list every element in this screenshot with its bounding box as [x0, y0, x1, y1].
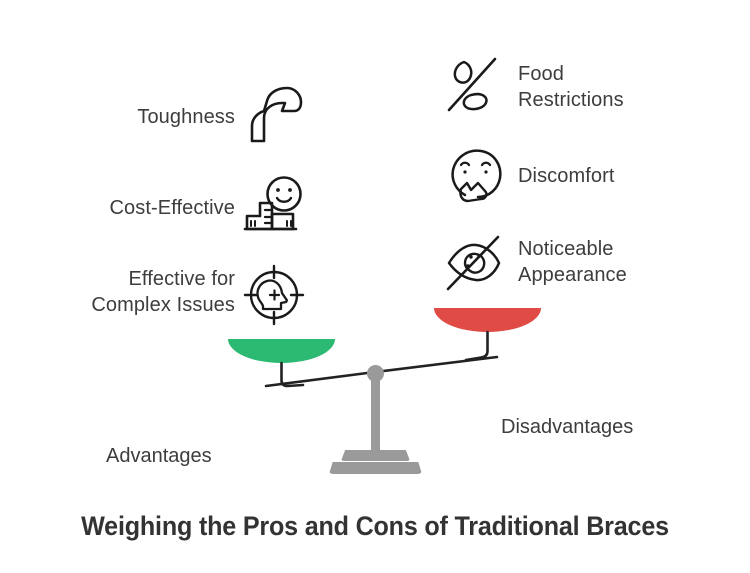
- scale-fulcrum: [367, 365, 384, 382]
- disadvantage-label-noticeable-appearance: Noticeable Appearance: [518, 238, 627, 286]
- disadvantage-label-discomfort: Discomfort: [518, 165, 615, 187]
- grimacing-face-icon: [448, 145, 508, 207]
- scale-base-lower: [329, 462, 422, 474]
- advantage-label-effective-complex-issues: Effective for Complex Issues: [91, 268, 235, 316]
- target-head-icon: [243, 264, 305, 326]
- advantage-label-toughness: Toughness: [137, 106, 235, 128]
- scale-base-upper: [341, 450, 410, 461]
- crossed-out-eye-icon: [443, 232, 505, 294]
- scale-post: [371, 378, 380, 452]
- disadvantages-caption: Disadvantages: [501, 416, 634, 438]
- advantage-label-cost-effective: Cost-Effective: [109, 197, 235, 219]
- no-food-icon: [443, 54, 505, 116]
- smiling-face-with-money-icon: [243, 174, 305, 236]
- flexed-bicep-icon: [243, 84, 305, 144]
- disadvantage-label-food-restrictions: Food Restrictions: [518, 63, 624, 111]
- page-title: Weighing the Pros and Cons of Traditiona…: [81, 511, 669, 541]
- advantages-caption: Advantages: [106, 445, 212, 467]
